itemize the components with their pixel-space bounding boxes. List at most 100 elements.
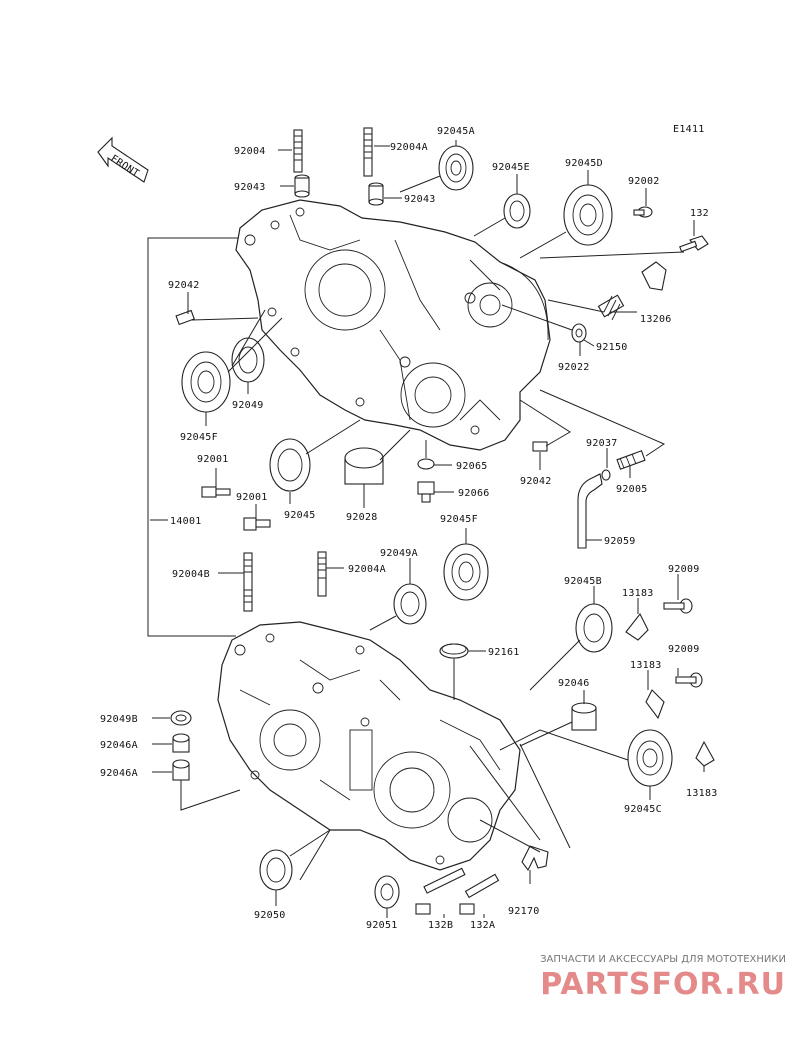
cap-92161 — [439, 643, 469, 659]
bearing-92045E — [503, 193, 531, 229]
label-13183-a: 13183 — [622, 588, 654, 599]
label-92004B: 92004B — [172, 569, 210, 580]
lower-crankcase — [217, 621, 521, 871]
oil-seal-92049 — [231, 337, 265, 383]
label-92170: 92170 — [508, 906, 540, 917]
watermark-brand: PARTSFOR.RU — [540, 967, 786, 1002]
bearing-92045B — [575, 603, 613, 653]
bearing-92046A-a — [172, 733, 190, 753]
bearing-92046 — [571, 702, 597, 731]
dowel-92043-right — [368, 182, 384, 206]
label-92059: 92059 — [604, 536, 636, 547]
diagram-code: E1411 — [673, 124, 705, 135]
label-92161: 92161 — [488, 647, 520, 658]
bolt-132 — [679, 235, 709, 253]
label-92004A-top: 92004A — [390, 142, 428, 153]
bearing-92046A-b — [172, 759, 190, 781]
label-92045A: 92045A — [437, 126, 475, 137]
upper-crankcase — [235, 199, 551, 451]
label-14001: 14001 — [170, 516, 202, 527]
label-92045F-right: 92045F — [440, 514, 478, 525]
oil-seal-92050 — [259, 849, 293, 891]
fitting-92005 — [616, 450, 646, 470]
bracket-13183-c — [695, 740, 715, 767]
label-92065: 92065 — [456, 461, 488, 472]
label-92045E: 92045E — [492, 162, 530, 173]
label-13183-c: 13183 — [686, 788, 718, 799]
plug-92066 — [417, 481, 435, 503]
bearing-92028 — [344, 447, 384, 485]
label-92045: 92045 — [284, 510, 316, 521]
front-arrow: FRONT — [97, 136, 149, 183]
label-92042-top: 92042 — [168, 280, 200, 291]
dowel-92042-mid — [532, 441, 548, 452]
fitting-13206 — [597, 261, 667, 321]
crankcase-set-bracket — [147, 237, 238, 637]
label-92045F-left: 92045F — [180, 432, 218, 443]
label-92046A-b: 92046A — [100, 768, 138, 779]
dowel-92043-left — [294, 174, 310, 198]
label-92046A-a: 92046A — [100, 740, 138, 751]
screw-92009-b — [675, 672, 703, 688]
label-92009-b: 92009 — [668, 644, 700, 655]
dowel-92042-top — [175, 309, 195, 326]
bearing-92045F-left — [181, 351, 231, 413]
screw-92002 — [633, 206, 653, 218]
label-92045C: 92045C — [624, 804, 662, 815]
label-13206: 13206 — [640, 314, 672, 325]
bracket-13183-a — [625, 612, 649, 641]
stud-92004-top — [293, 129, 303, 173]
bracket-13183-b — [645, 689, 665, 720]
watermark-tagline: ЗАПЧАСТИ И АКСЕССУАРЫ ДЛЯ МОТОТЕХНИКИ — [540, 954, 786, 965]
stud-92004A-top — [363, 127, 373, 177]
label-92045D: 92045D — [565, 158, 603, 169]
oring-92037 — [601, 469, 611, 481]
label-92046: 92046 — [558, 678, 590, 689]
bolt-132A — [459, 873, 500, 915]
label-92051: 92051 — [366, 920, 398, 931]
label-92049B: 92049B — [100, 714, 138, 725]
label-92028: 92028 — [346, 512, 378, 523]
label-132: 132 — [690, 208, 709, 219]
label-92043-left: 92043 — [234, 182, 266, 193]
clamp-92170 — [521, 845, 549, 872]
label-92005: 92005 — [616, 484, 648, 495]
oil-seal-92051 — [374, 875, 400, 909]
label-92001-a: 92001 — [197, 454, 229, 465]
label-92045B: 92045B — [564, 576, 602, 587]
leader-lines — [150, 140, 705, 918]
label-92037: 92037 — [586, 438, 618, 449]
bearing-92045 — [269, 438, 311, 492]
part-labels: 92004 92004A 92045A 92043 92043 92045E 9… — [100, 126, 718, 931]
bearing-92045F-right — [443, 543, 489, 601]
label-92004A-bottom: 92004A — [348, 564, 386, 575]
label-92150: 92150 — [596, 342, 628, 353]
label-92009-a: 92009 — [668, 564, 700, 575]
screw-92009-a — [663, 598, 693, 614]
bolt-92001-a — [201, 486, 231, 498]
bolt-92001-b — [243, 517, 271, 531]
bolt-132B — [415, 867, 466, 915]
stud-92004B — [243, 552, 253, 612]
label-92050: 92050 — [254, 910, 286, 921]
hose-92059 — [577, 473, 603, 549]
watermark: ЗАПЧАСТИ И АКСЕССУАРЫ ДЛЯ МОТОТЕХНИКИ PA… — [540, 954, 786, 1002]
bearing-92045A — [438, 145, 474, 191]
label-92043-right: 92043 — [404, 194, 436, 205]
label-92042-mid: 92042 — [520, 476, 552, 487]
label-92002: 92002 — [628, 176, 660, 187]
label-92004-top: 92004 — [234, 146, 266, 157]
bearing-92045C — [627, 729, 673, 787]
bearing-92045D — [563, 184, 613, 246]
label-92066: 92066 — [458, 488, 490, 499]
label-92049: 92049 — [232, 400, 264, 411]
label-92049A: 92049A — [380, 548, 418, 559]
label-132B: 132B — [428, 920, 453, 931]
label-13183-b: 13183 — [630, 660, 662, 671]
label-132A: 132A — [470, 920, 495, 931]
seal-92049B — [170, 710, 192, 726]
oil-seal-92049A — [393, 583, 427, 625]
label-92001-b: 92001 — [236, 492, 268, 503]
washer-92065 — [417, 458, 435, 470]
